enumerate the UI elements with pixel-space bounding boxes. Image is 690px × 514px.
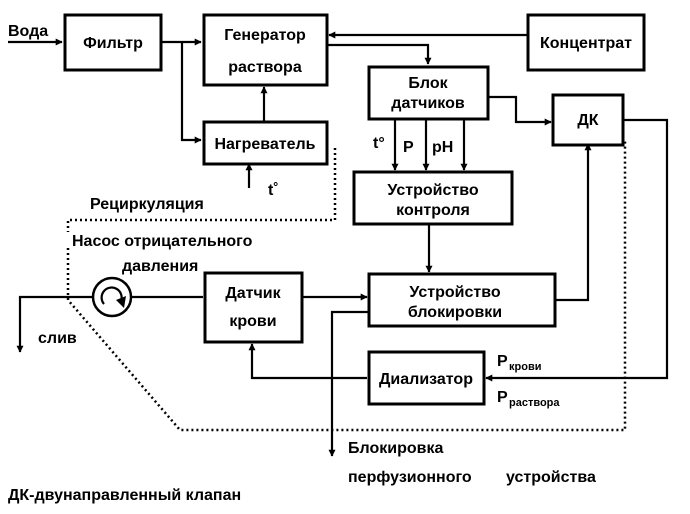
dk-block: ДК [551,93,625,147]
concentrate-block: Концентрат [526,13,646,72]
water-label: Вода [8,23,48,40]
dk-label: ДК [577,112,598,129]
dialyzer-block: Диализатор [367,350,486,406]
control-label-line1: Устройство [387,182,478,199]
sensors-to-dk-arrow [488,95,552,126]
recirculation-label: Рециркуляция [90,196,204,213]
heater-block: Нагреватель [202,120,329,166]
generator-block: Генератор раствора [202,13,329,87]
blood-pressure-label: P крови [497,353,541,373]
filter-block: Фильтр [63,13,163,72]
pump-symbol [91,276,133,318]
temp-signal-label: t° [373,135,385,152]
blocking-label-line2: блокировки [408,304,502,321]
filter-to-heater-arrow [180,42,202,144]
svg-text:P: P [497,389,508,406]
sensors-label-line2: датчиков [391,95,465,112]
blocking-label-line1: Устройство [409,284,500,301]
pump-label-line2: давления [122,258,198,275]
generator-label-line1: Генератор [224,27,306,44]
heater-label: Нагреватель [214,136,315,153]
generator-label-line2: раствора [228,59,302,76]
recirculation-loop [66,140,627,432]
perfusion-block-arrow [328,310,368,457]
dialyzer-to-blood-sensor-arrow [248,343,367,380]
perfusion-block-label-line3: устройства [506,469,596,486]
blood-sensor-label-line1: Датчик [225,285,281,302]
heater-temp-label: t˚ [268,182,279,199]
drain-arrow [16,295,93,353]
perfusion-block-label-line1: Блокировка [348,440,443,457]
connections [8,31,669,457]
generator-to-sensors-arrow [327,43,432,65]
perfusion-block-label-line2: перфузионного [348,469,472,486]
svg-text:раствора: раствора [509,397,560,409]
blocking-to-dk-arrow [556,143,592,302]
ph-signal-label: pH [432,139,453,156]
dk-to-dialyzer-arrow [485,118,669,382]
solution-pressure-label: P раствора [497,389,560,409]
svg-text:P: P [497,353,508,370]
blocking-block: Устройство блокировки [367,272,557,328]
legend-dk: ДК-двунаправленный клапан [8,487,241,504]
svg-text:крови: крови [509,361,541,373]
pump-label-line1: Насос отрицательного [72,233,253,250]
filter-label: Фильтр [83,35,143,52]
sensors-block: Блок датчиков [367,65,490,121]
control-block: Устройство контроля [352,170,514,226]
drain-label: слив [38,330,77,347]
blood-sensor-block: Датчик крови [203,271,304,344]
concentrate-label: Концентрат [540,35,632,52]
dialyzer-label: Диализатор [379,371,473,388]
pressure-signal-label: P [403,139,414,156]
control-label-line2: контроля [396,202,470,219]
sensors-label-line1: Блок [408,75,448,92]
blood-sensor-label-line2: крови [229,313,276,330]
